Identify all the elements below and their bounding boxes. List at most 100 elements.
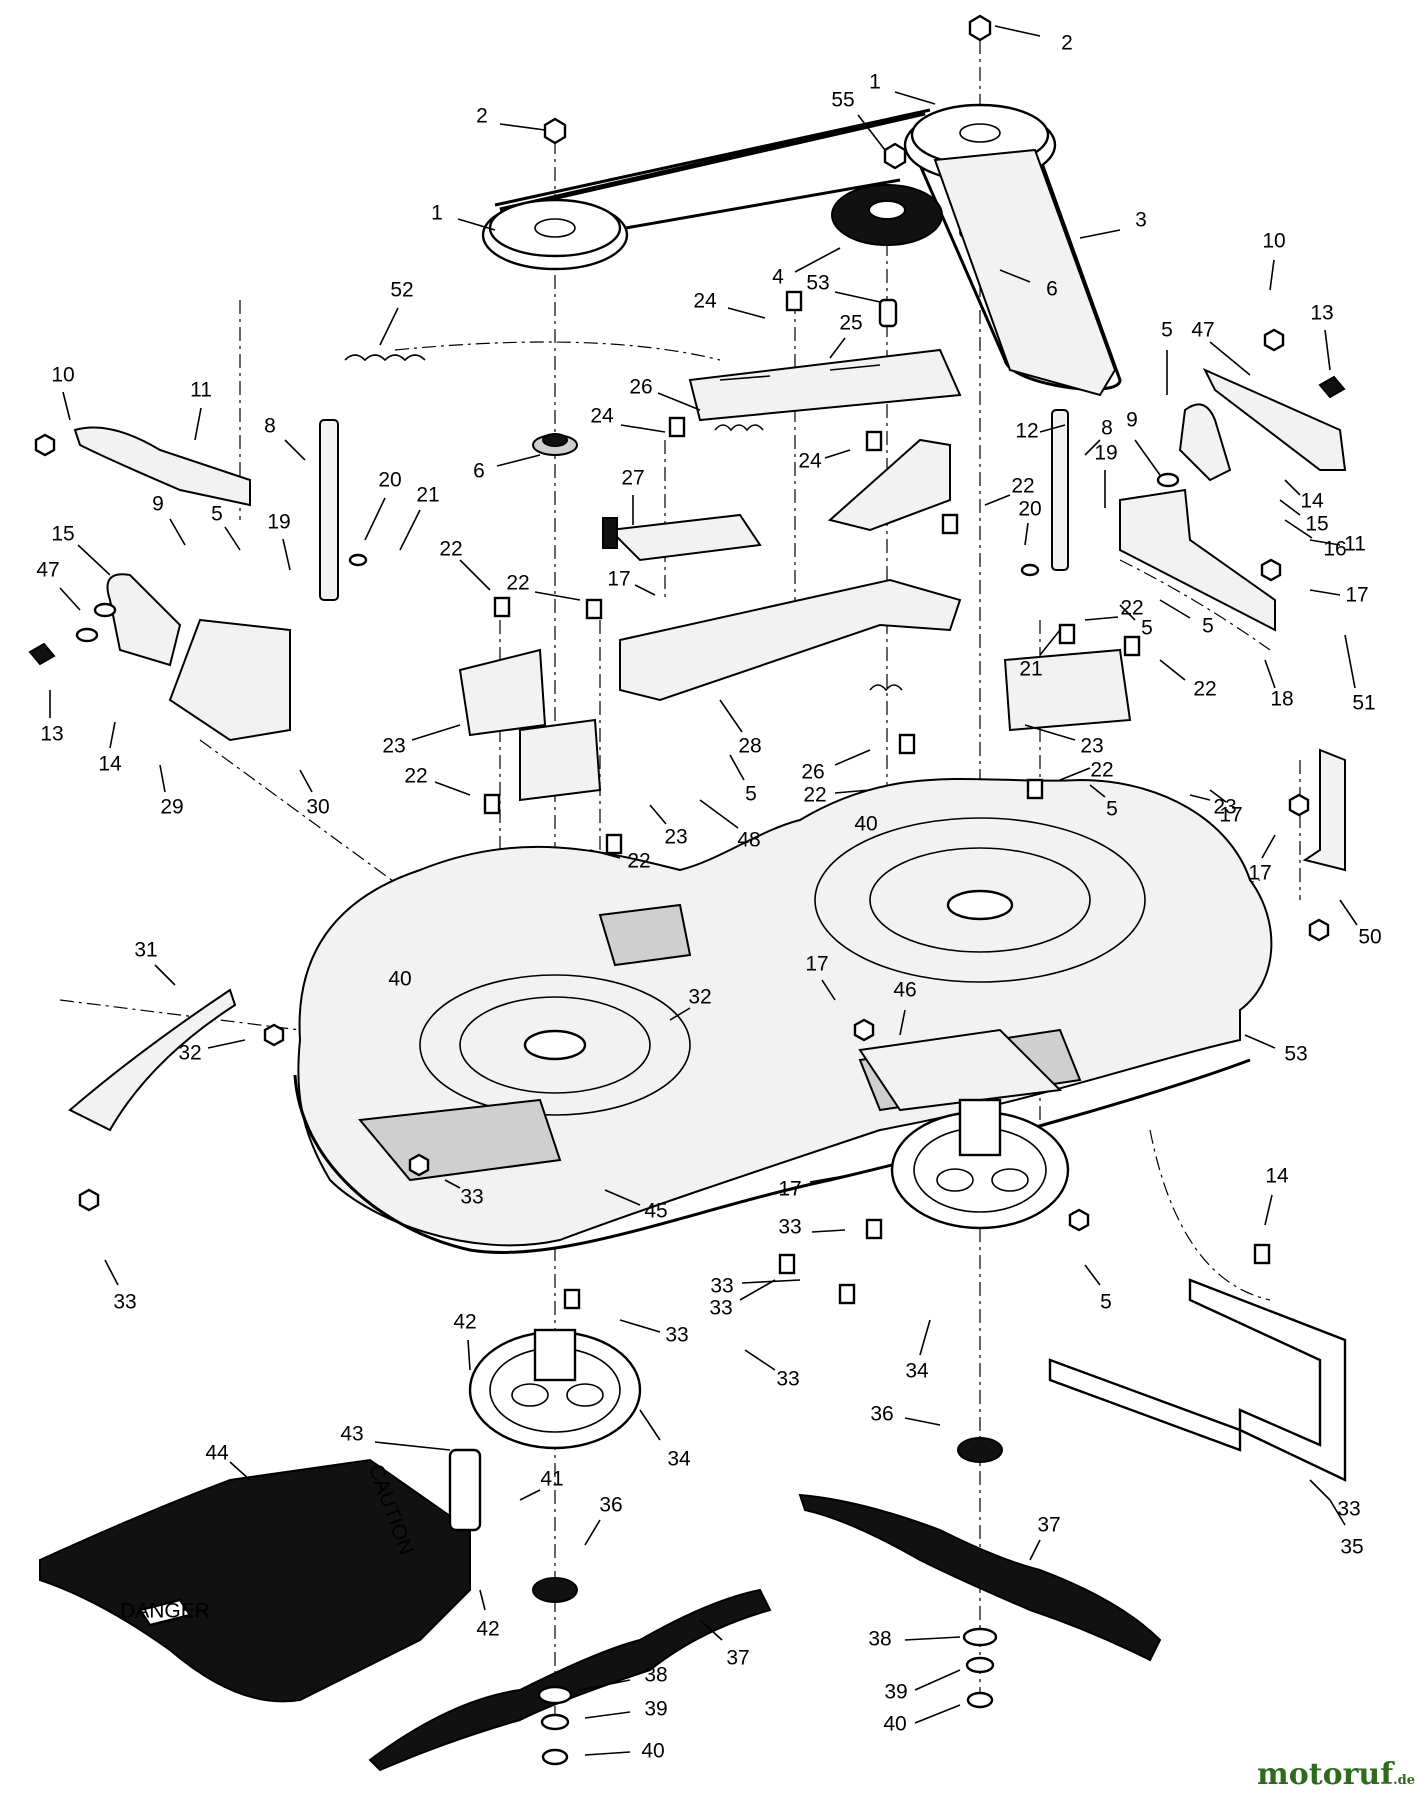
callout-leader — [919, 1319, 931, 1356]
callout-leader — [649, 804, 667, 825]
callout-number: 15 — [1305, 513, 1328, 536]
callout-leader — [1039, 629, 1061, 656]
callout-20: 20 — [1018, 498, 1042, 546]
callout-leader — [904, 1636, 961, 1641]
callout-leader — [444, 1179, 461, 1189]
callout-number: 32 — [688, 986, 711, 1009]
callout-number: 5 — [1106, 798, 1118, 821]
callout-number: 44 — [205, 1442, 229, 1465]
callout-leader — [1264, 1194, 1273, 1226]
callout-leader — [834, 789, 871, 794]
callout-leader — [224, 526, 241, 551]
callout-leader — [1284, 479, 1301, 496]
callout-leader — [727, 307, 766, 319]
callout-17: 17 — [1209, 789, 1243, 827]
callout-14: 14 — [1284, 479, 1324, 513]
callout-leader — [639, 1409, 661, 1441]
callout-leader — [729, 754, 745, 781]
callout-5: 5 — [1159, 599, 1214, 638]
callout-leader — [299, 769, 313, 793]
bearing-6-left — [532, 433, 578, 456]
callout-28: 28 — [719, 699, 762, 758]
callout-8: 8 — [1084, 417, 1113, 456]
callout-number: 22 — [627, 850, 650, 873]
callout-leader — [104, 1259, 119, 1286]
callout-leader — [399, 509, 421, 551]
callout-36: 36 — [870, 1403, 941, 1426]
callout-number: 37 — [726, 1647, 749, 1670]
callout-leader — [994, 25, 1041, 37]
callout-number: 12 — [1015, 420, 1038, 443]
callout-number: 1 — [431, 202, 443, 225]
callout-number: 33 — [113, 1291, 136, 1314]
callout-11: 11 — [190, 379, 212, 441]
callout-number: 24 — [590, 405, 614, 428]
callout-number: 43 — [340, 1423, 363, 1446]
callout-5: 5 — [1089, 784, 1118, 821]
callout-number: 21 — [1019, 658, 1042, 681]
callout-number: 14 — [1265, 1165, 1289, 1188]
bracket-12 — [827, 438, 951, 532]
callout-number: 22 — [506, 572, 529, 595]
arm-11-left — [73, 426, 251, 507]
callout-number: 38 — [868, 1628, 891, 1651]
callout-leader — [834, 291, 881, 303]
rod-8-left — [319, 419, 339, 601]
callout-24: 24 — [693, 290, 766, 319]
callout-3: 3 — [1079, 209, 1147, 239]
callout-22: 22 — [404, 765, 471, 796]
callout-17: 17 — [607, 568, 656, 596]
callout-number: 53 — [806, 272, 829, 295]
callout-number: 9 — [152, 493, 164, 516]
callout-22: 22 — [1084, 597, 1144, 621]
callout-29: 29 — [159, 764, 184, 819]
callout-leader — [821, 979, 836, 1001]
bearing-36-left — [532, 1577, 578, 1603]
handle-35 — [1048, 1278, 1347, 1482]
callout-5: 5 — [729, 754, 757, 806]
callout-leader — [1324, 329, 1331, 371]
callout-leader — [1209, 341, 1251, 376]
callout-number: 26 — [801, 761, 824, 784]
callout-22: 22 — [1059, 759, 1114, 782]
callout-leader — [1269, 259, 1275, 291]
callout-4: 4 — [772, 247, 841, 289]
callout-number: 21 — [416, 484, 439, 507]
callout-number: 33 — [709, 1297, 732, 1320]
callout-32: 32 — [178, 1039, 246, 1065]
spindle-34-left — [468, 1328, 642, 1450]
callout-12: 12 — [1015, 420, 1066, 443]
callout-number: 2 — [1061, 32, 1073, 55]
callout-43: 43 — [340, 1423, 451, 1451]
callout-leader — [584, 1751, 631, 1756]
callout-number: 5 — [1161, 319, 1173, 342]
callout-leader — [1309, 589, 1341, 596]
callout-number: 24 — [798, 450, 822, 473]
callout-leader — [1339, 899, 1358, 926]
danger-label: DANGER — [120, 1600, 210, 1623]
spacer-53 — [878, 298, 898, 328]
callout-6: 6 — [999, 269, 1058, 301]
callout-20: 20 — [364, 469, 402, 541]
callout-2: 2 — [476, 105, 546, 131]
callout-number: 11 — [1344, 533, 1366, 556]
callout-5: 5 — [211, 503, 241, 551]
callout-number: 28 — [738, 735, 761, 758]
callout-number: 8 — [264, 415, 276, 438]
callout-leader — [496, 454, 541, 467]
callout-number: 23 — [382, 735, 405, 758]
callout-number: 55 — [831, 89, 854, 112]
callout-number: 31 — [134, 939, 157, 962]
callout-15: 15 — [51, 523, 111, 576]
callout-number: 50 — [1358, 926, 1381, 949]
callout-22: 22 — [506, 572, 581, 601]
deck-size-label-a: 40 — [388, 968, 411, 991]
callout-leader — [584, 1519, 601, 1546]
link-plate-28 — [619, 578, 962, 702]
callout-33: 33 — [709, 1279, 776, 1320]
baffle-23-right — [1003, 648, 1132, 732]
callout-number: 37 — [1037, 1514, 1060, 1537]
callout-number: 5 — [745, 783, 757, 806]
callout-number: 14 — [1300, 490, 1324, 513]
callout-14: 14 — [98, 721, 122, 776]
